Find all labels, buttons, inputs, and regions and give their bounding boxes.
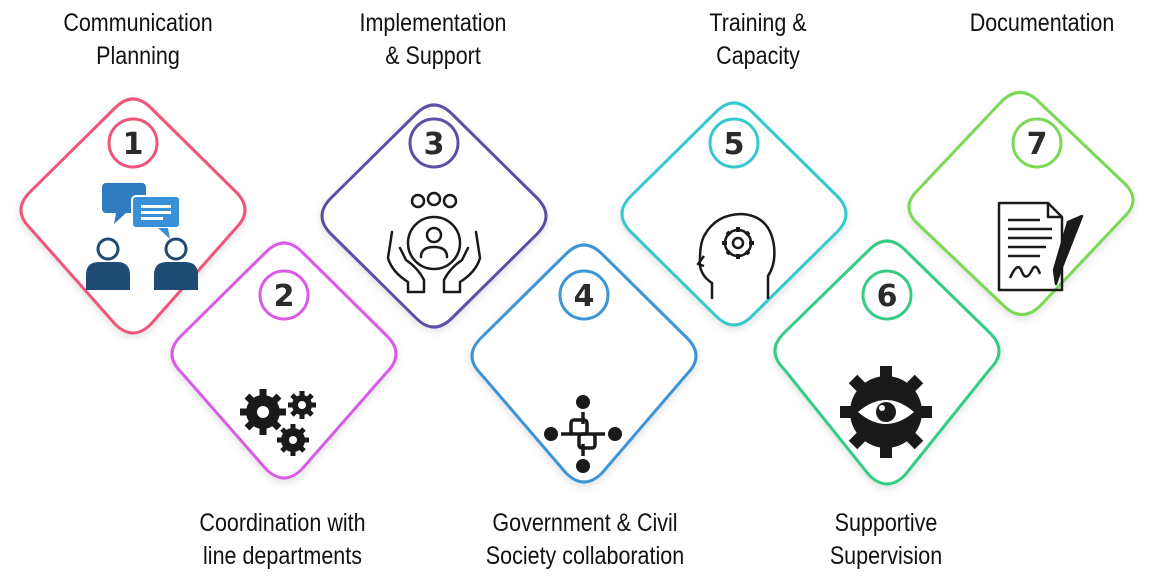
step-1-label-line-1: Communication <box>63 9 213 37</box>
step-2-label-line-1: Coordination with <box>199 509 366 537</box>
step-3-label: Implementation & Support <box>347 7 519 73</box>
step-5-label-line-2: Capacity <box>716 42 800 70</box>
gear-eye-icon <box>840 366 932 458</box>
step-1-label-line-2: Planning <box>96 42 180 70</box>
step-5-label: Training & Capacity <box>672 7 844 73</box>
step-4-badge <box>558 269 610 321</box>
step-2-label-line-2: line departments <box>203 542 362 570</box>
step-6-number: 6 <box>877 279 898 314</box>
step-4-number: 4 <box>574 279 595 314</box>
collaboration-icon <box>544 395 622 473</box>
step-3-number: 3 <box>424 127 445 162</box>
step-2-label: Coordination with line departments <box>181 507 383 573</box>
hands-support-icon <box>386 191 482 294</box>
step-3-badge <box>408 117 460 169</box>
step-2-number: 2 <box>274 279 295 314</box>
step-5-label-line-1: Training & <box>709 9 807 37</box>
gears-icon <box>240 389 316 456</box>
step-7-label: Documentation <box>956 7 1128 40</box>
step-7-number: 7 <box>1027 127 1048 162</box>
step-1-label: Communication Planning <box>52 7 224 73</box>
step-4-label-line-2: Society collaboration <box>485 542 685 570</box>
step-number-badges: 1 2 3 4 5 6 7 <box>107 117 1063 321</box>
step-4-label-line-1: Government & Civil <box>492 509 678 537</box>
step-5-number: 5 <box>724 127 745 162</box>
step-6-label: Supportive Supervision <box>800 507 972 573</box>
step-3-label-line-1: Implementation <box>359 9 507 37</box>
head-gear-icon <box>696 212 776 299</box>
diamond-6 <box>773 239 1001 486</box>
diamond-4 <box>470 243 698 484</box>
diamond-2 <box>170 241 398 480</box>
signed-document-icon <box>997 201 1084 292</box>
step-6-badge <box>861 269 913 321</box>
step-5-badge <box>708 117 760 169</box>
step-2-badge <box>258 269 310 321</box>
chat-users-icon <box>86 183 198 290</box>
step-7-label-line-1: Documentation <box>969 9 1115 37</box>
step-4-label: Government & Civil Society collaboration <box>478 507 693 573</box>
step-1-badge <box>107 117 159 169</box>
step-1-number: 1 <box>123 127 144 162</box>
step-6-label-line-2: Supervision <box>829 542 943 570</box>
step-7-badge <box>1011 117 1063 169</box>
step-3-label-line-2: & Support <box>385 42 481 70</box>
step-6-label-line-1: Supportive <box>834 509 938 537</box>
